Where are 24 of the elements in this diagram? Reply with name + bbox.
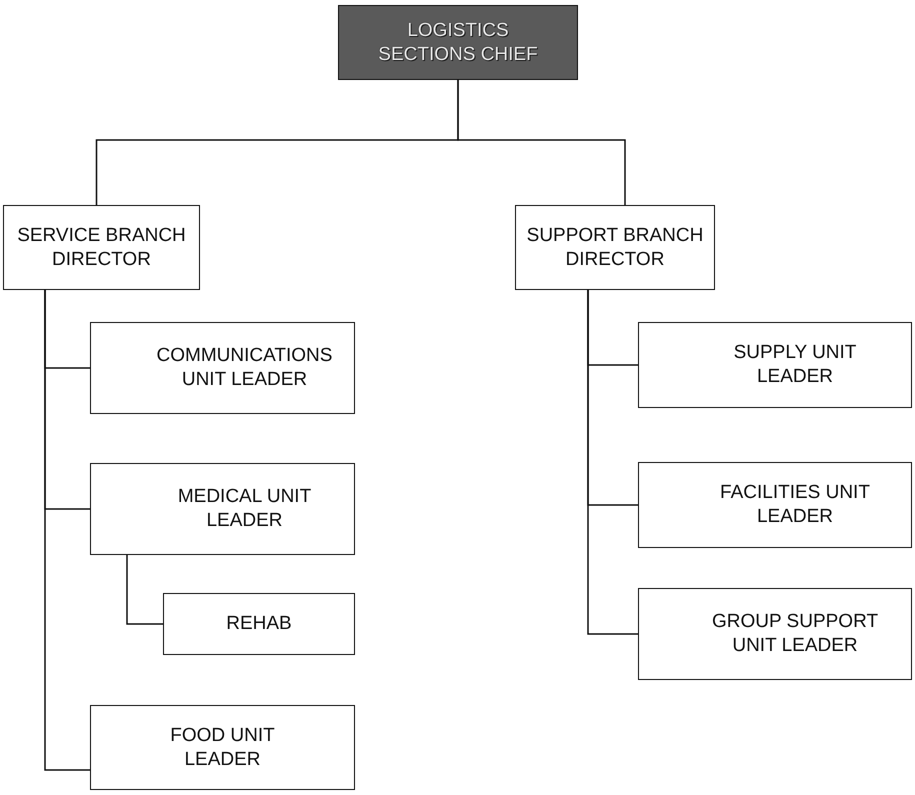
role-box: [90, 322, 355, 414]
connector-line: [587, 290, 638, 635]
role-box: [638, 322, 912, 408]
chief-box: [338, 5, 578, 80]
role-box: [638, 588, 912, 680]
role-title: LOGISTICS SECTIONS CHIEF: [377, 18, 539, 66]
role-box: [90, 463, 355, 555]
role-title: SERVICE BRANCH DIRECTOR: [16, 224, 187, 272]
role-title: FACILITIES UNIT LEADER: [720, 481, 870, 529]
connector-line: [126, 555, 163, 625]
connector-line: [44, 290, 90, 771]
role-box: [638, 462, 912, 548]
connector-line: [457, 80, 626, 205]
role-box: [515, 205, 715, 290]
role-box: [163, 593, 355, 655]
role-title: SUPPORT BRANCH DIRECTOR: [526, 224, 704, 272]
role-box: [90, 705, 355, 790]
role-title: SUPPLY UNIT LEADER: [732, 341, 858, 389]
role-title: COMMUNICATIONS UNIT LEADER: [156, 344, 334, 392]
role-title: GROUP SUPPORT UNIT LEADER: [710, 610, 880, 658]
role-title: MEDICAL UNIT LEADER: [176, 485, 312, 533]
role-box: [3, 205, 200, 290]
role-title: REHAB: [225, 612, 293, 636]
role-title: FOOD UNIT LEADER: [169, 724, 276, 772]
